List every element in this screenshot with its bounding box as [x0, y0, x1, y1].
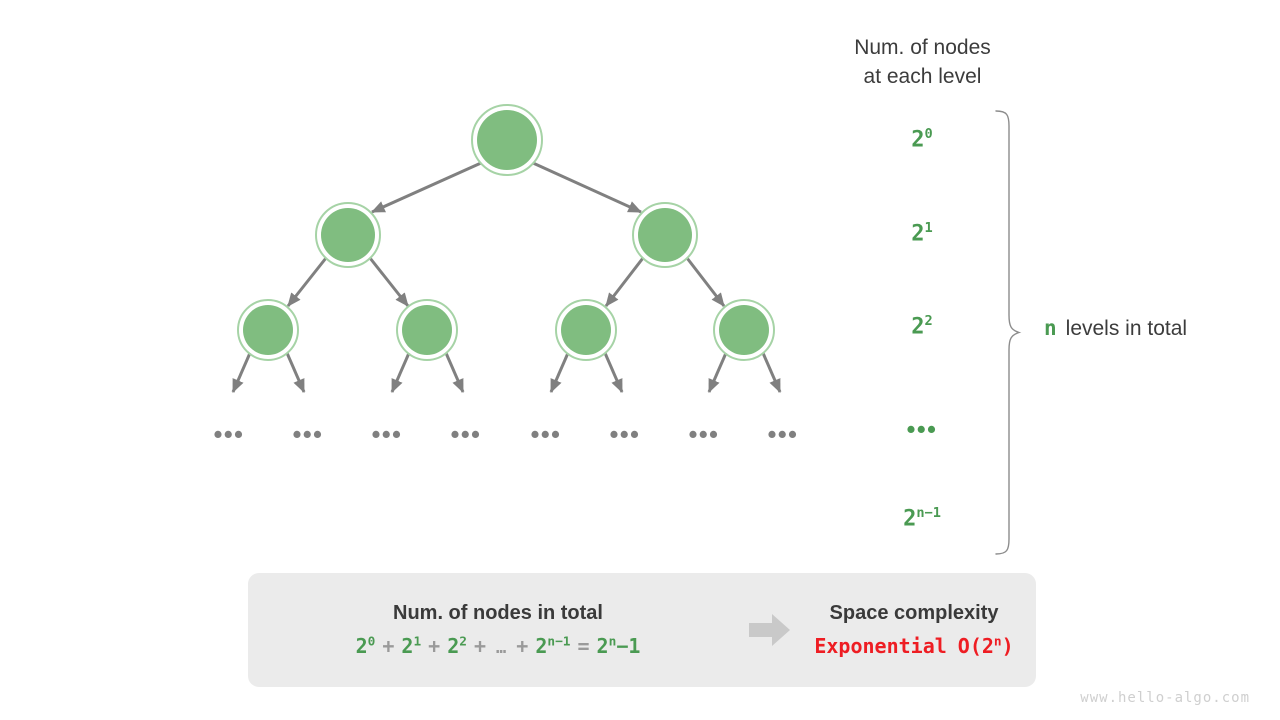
tree-ellipsis: ••• [213, 420, 245, 449]
level-count-last: 2n−1 [903, 505, 941, 532]
levels-variable: n [1044, 316, 1057, 340]
levels-brace-icon [995, 110, 1022, 555]
levels-note-text: levels in total [1065, 317, 1188, 340]
level-count-ellipsis: ••• [906, 415, 938, 444]
levels-in-total-note: n levels in total [1044, 316, 1187, 341]
total-nodes-formula: 20 + 21 + 22 + … + 2n−1 = 2n−1 [356, 634, 641, 658]
complexity-notation: O(2n) [957, 634, 1014, 658]
tree-ellipsis: ••• [609, 420, 641, 449]
complexity-word: Exponential [814, 634, 947, 658]
edge-l2a-left [231, 352, 252, 394]
tree-edges [231, 161, 782, 394]
edge-root-l1a [370, 161, 482, 214]
summary-panel: Num. of nodes in total 20 + 21 + 22 + … … [248, 573, 1036, 687]
header-line-2: at each level [863, 65, 982, 88]
formula-ellipsis: … [496, 638, 507, 658]
space-complexity-result: Exponential O(2n) [814, 634, 1013, 658]
tree-node-l1b [632, 202, 698, 268]
total-nodes-title: Num. of nodes in total [393, 602, 603, 624]
tree-node-root [471, 104, 543, 176]
level-count-base: 2 [911, 221, 925, 247]
formula-op: + [473, 634, 487, 658]
formula-term-0: 20 [355, 634, 376, 658]
level-count-exp: n−1 [916, 505, 941, 522]
edge-l1a-l2b [368, 257, 410, 307]
tree-ellipsis-row: ••• ••• ••• ••• ••• ••• ••• ••• [0, 0, 840, 470]
edge-l2b-left [390, 352, 411, 394]
edge-l2a-right [285, 352, 306, 394]
formula-term-2: 22 [447, 634, 467, 658]
tree-ellipsis: ••• [371, 420, 403, 449]
formula-term-last: 2n−1 [535, 634, 571, 658]
level-count-1: 21 [911, 220, 933, 247]
edge-root-l1b [532, 161, 643, 214]
level-count-2: 22 [911, 313, 933, 340]
header-line-1: Num. of nodes [854, 36, 991, 59]
formula-op: + [382, 634, 395, 658]
tree-ellipsis: ••• [767, 420, 799, 449]
tree-node-l2c [555, 299, 617, 361]
formula-result: 2n−1 [596, 634, 641, 658]
edge-l2c-right [603, 352, 624, 394]
edge-l2d-right [761, 352, 782, 394]
tree-nodes [237, 104, 775, 361]
edge-l2c-left [549, 352, 570, 394]
tree-ellipsis: ••• [450, 420, 482, 449]
edge-l1a-l2a [286, 257, 328, 307]
tree-node-l2b [396, 299, 458, 361]
tree-node-l2d [713, 299, 775, 361]
level-count-exp: 0 [924, 126, 933, 143]
edge-l2b-right [444, 352, 465, 394]
level-count-base: 2 [903, 506, 917, 532]
edge-l1b-l2d [685, 257, 726, 307]
formula-op: + [428, 634, 441, 658]
edge-l1b-l2c [604, 257, 645, 307]
space-complexity-title: Space complexity [829, 602, 999, 624]
level-count-exp: 2 [924, 313, 933, 330]
tree-ellipsis: ••• [530, 420, 562, 449]
total-nodes-column: Num. of nodes in total 20 + 21 + 22 + … … [248, 602, 748, 658]
tree-node-l2a [237, 299, 299, 361]
nodes-per-level-header: Num. of nodes at each level [805, 33, 1040, 91]
edge-l2d-left [707, 352, 728, 394]
formula-op: + [516, 634, 529, 658]
level-count-base: 2 [911, 127, 925, 153]
right-block-arrow-icon [748, 613, 792, 647]
space-complexity-column: Space complexity Exponential O(2n) [792, 602, 1036, 658]
level-count-0: 20 [911, 126, 933, 153]
watermark: www.hello-algo.com [1080, 690, 1250, 706]
tree-node-l1a [315, 202, 381, 268]
tree-ellipsis: ••• [688, 420, 720, 449]
formula-equals: = [577, 634, 590, 658]
level-count-exp: 1 [924, 220, 933, 237]
level-count-base: 2 [911, 314, 925, 340]
binary-tree-graphic [231, 104, 782, 394]
formula-term-1: 21 [401, 634, 422, 658]
tree-ellipsis: ••• [292, 420, 324, 449]
